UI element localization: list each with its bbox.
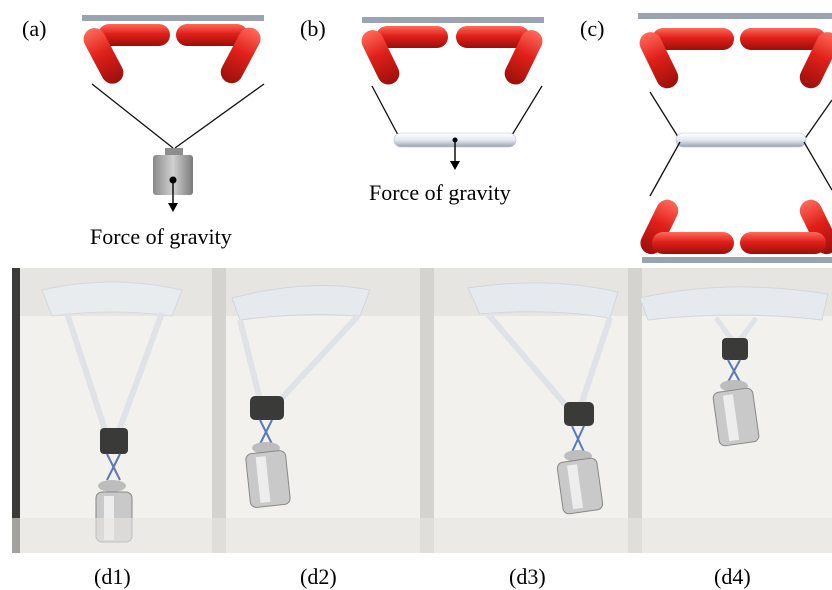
photo-d4-image [636,268,832,553]
panel-a-caption: Force of gravity [90,224,232,249]
top-plate [362,17,544,23]
panel-a: (a) [0,0,290,268]
photo-d1-image [12,268,220,553]
left-actuator [361,26,448,85]
upper-right-actuator [740,28,832,89]
left-string [91,83,174,149]
photo-d4 [636,268,832,553]
photo-d3-image [428,268,636,553]
panel-b-caption: Force of gravity [369,180,511,205]
middle-bar [675,132,807,148]
lower-right-string [803,141,832,191]
gravity-arrow [168,180,178,212]
photo-d4-label: (d4) [714,564,751,589]
gravity-arrow [450,140,460,170]
top-plate [638,13,832,19]
left-string [371,85,399,136]
panel-a-diagram [82,15,265,212]
photo-d3 [428,268,636,553]
lower-left-actuator [640,199,734,255]
upper-left-actuator [639,28,734,89]
photo-d2-label: (d2) [300,564,337,589]
photo-d3-label: (d3) [509,564,546,589]
right-string [174,83,265,149]
left-actuator [83,24,170,84]
panel-c-diagram [638,13,832,263]
photo-d1 [12,268,220,553]
right-actuator [176,24,261,84]
panel-b-diagram [361,17,544,170]
panel-b-label: (b) [300,16,326,41]
photo-d2 [220,268,428,553]
right-string [511,85,543,136]
top-plate [82,15,264,21]
photo-d2-image [220,268,428,553]
panel-c-label: (c) [580,16,605,41]
bottom-plate [642,257,832,263]
panel-b: (b) [290,0,570,268]
upper-left-string [649,91,681,141]
lower-right-actuator [740,199,832,255]
right-actuator [456,26,543,85]
panel-c: (c) [570,0,832,268]
lower-left-string [649,141,681,197]
upper-right-string [803,99,832,141]
photo-d1-label: (d1) [94,564,131,589]
panel-a-label: (a) [22,16,47,41]
